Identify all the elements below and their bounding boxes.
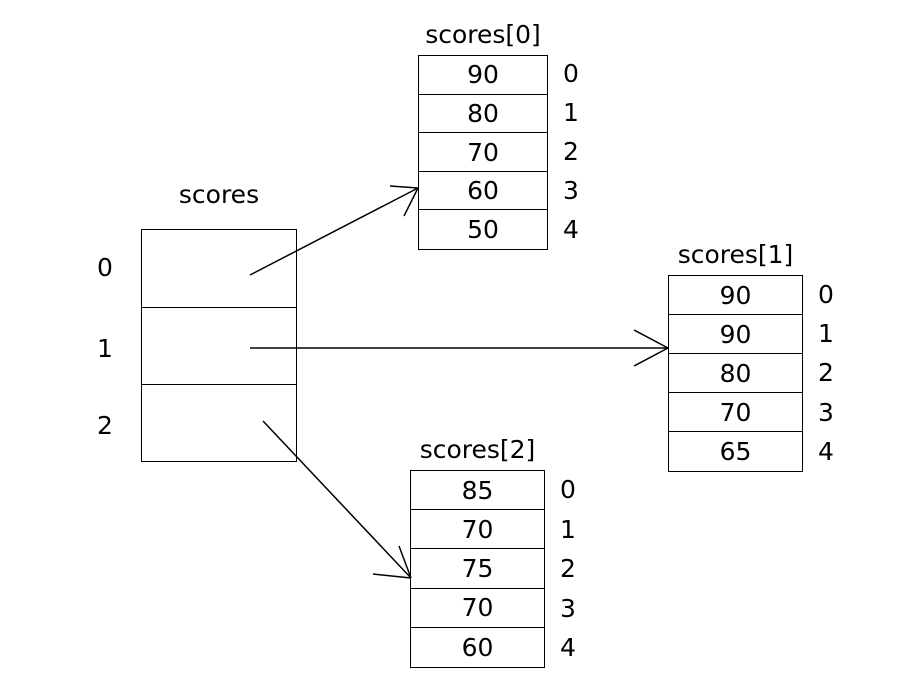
- root-array-cell-2[interactable]: [142, 385, 296, 461]
- root-array-index-1: 1: [97, 334, 113, 363]
- sub-array-0-cell-2[interactable]: 70: [419, 133, 547, 172]
- root-array-box: [141, 229, 297, 462]
- sub-array-2-index-1: 1: [560, 515, 576, 544]
- sub-array-0-index-3: 3: [563, 176, 579, 205]
- sub-array-1-index-2: 2: [818, 358, 834, 387]
- sub-array-1-index-4: 4: [818, 437, 834, 466]
- sub-array-0-index-0: 0: [563, 59, 579, 88]
- sub-array-0-index-2: 2: [563, 137, 579, 166]
- sub-array-1-index-0: 0: [818, 280, 834, 309]
- root-array-cell-1[interactable]: [142, 308, 296, 385]
- sub-array-1-title: scores[1]: [677, 240, 794, 269]
- sub-array-2-box: 85 70 75 70 60: [410, 470, 545, 668]
- sub-array-2-index-2: 2: [560, 554, 576, 583]
- sub-array-2-cell-2[interactable]: 75: [411, 549, 544, 589]
- sub-array-1-cell-3[interactable]: 70: [669, 393, 802, 432]
- sub-array-1-cell-1[interactable]: 90: [669, 315, 802, 354]
- sub-array-2-cell-0[interactable]: 85: [411, 471, 544, 511]
- sub-array-2-cell-1[interactable]: 70: [411, 510, 544, 550]
- sub-array-1-cell-2[interactable]: 80: [669, 354, 802, 393]
- sub-array-0-index-4: 4: [563, 215, 579, 244]
- root-array-index-2: 2: [97, 411, 113, 440]
- sub-array-1-index-3: 3: [818, 398, 834, 427]
- pointer-arrow-1: [250, 329, 669, 367]
- sub-array-2-index-0: 0: [560, 475, 576, 504]
- sub-array-0-box: 90 80 70 60 50: [418, 55, 548, 250]
- root-array-title: scores: [178, 180, 260, 209]
- sub-array-2-index-4: 4: [560, 633, 576, 662]
- sub-array-2-cell-3[interactable]: 70: [411, 589, 544, 628]
- sub-array-0-title: scores[0]: [425, 20, 541, 49]
- sub-array-1-index-1: 1: [818, 319, 834, 348]
- sub-array-0-cell-3[interactable]: 60: [419, 172, 547, 211]
- sub-array-2-index-3: 3: [560, 594, 576, 623]
- root-array-cell-0[interactable]: [142, 230, 296, 309]
- sub-array-0-cell-0[interactable]: 90: [419, 56, 547, 95]
- sub-array-0-cell-1[interactable]: 80: [419, 95, 547, 134]
- sub-array-1-cell-4[interactable]: 65: [719, 436, 752, 466]
- sub-array-0-index-1: 1: [563, 98, 579, 127]
- sub-array-1-cell-0[interactable]: 90: [669, 276, 802, 315]
- sub-array-2-cell-4[interactable]: 60: [461, 632, 494, 662]
- sub-array-2-title: scores[2]: [419, 435, 536, 464]
- sub-array-1-box: 90 90 80 70 65: [668, 275, 803, 472]
- sub-array-0-cell-4[interactable]: 50: [467, 215, 499, 245]
- root-array-index-0: 0: [97, 253, 113, 282]
